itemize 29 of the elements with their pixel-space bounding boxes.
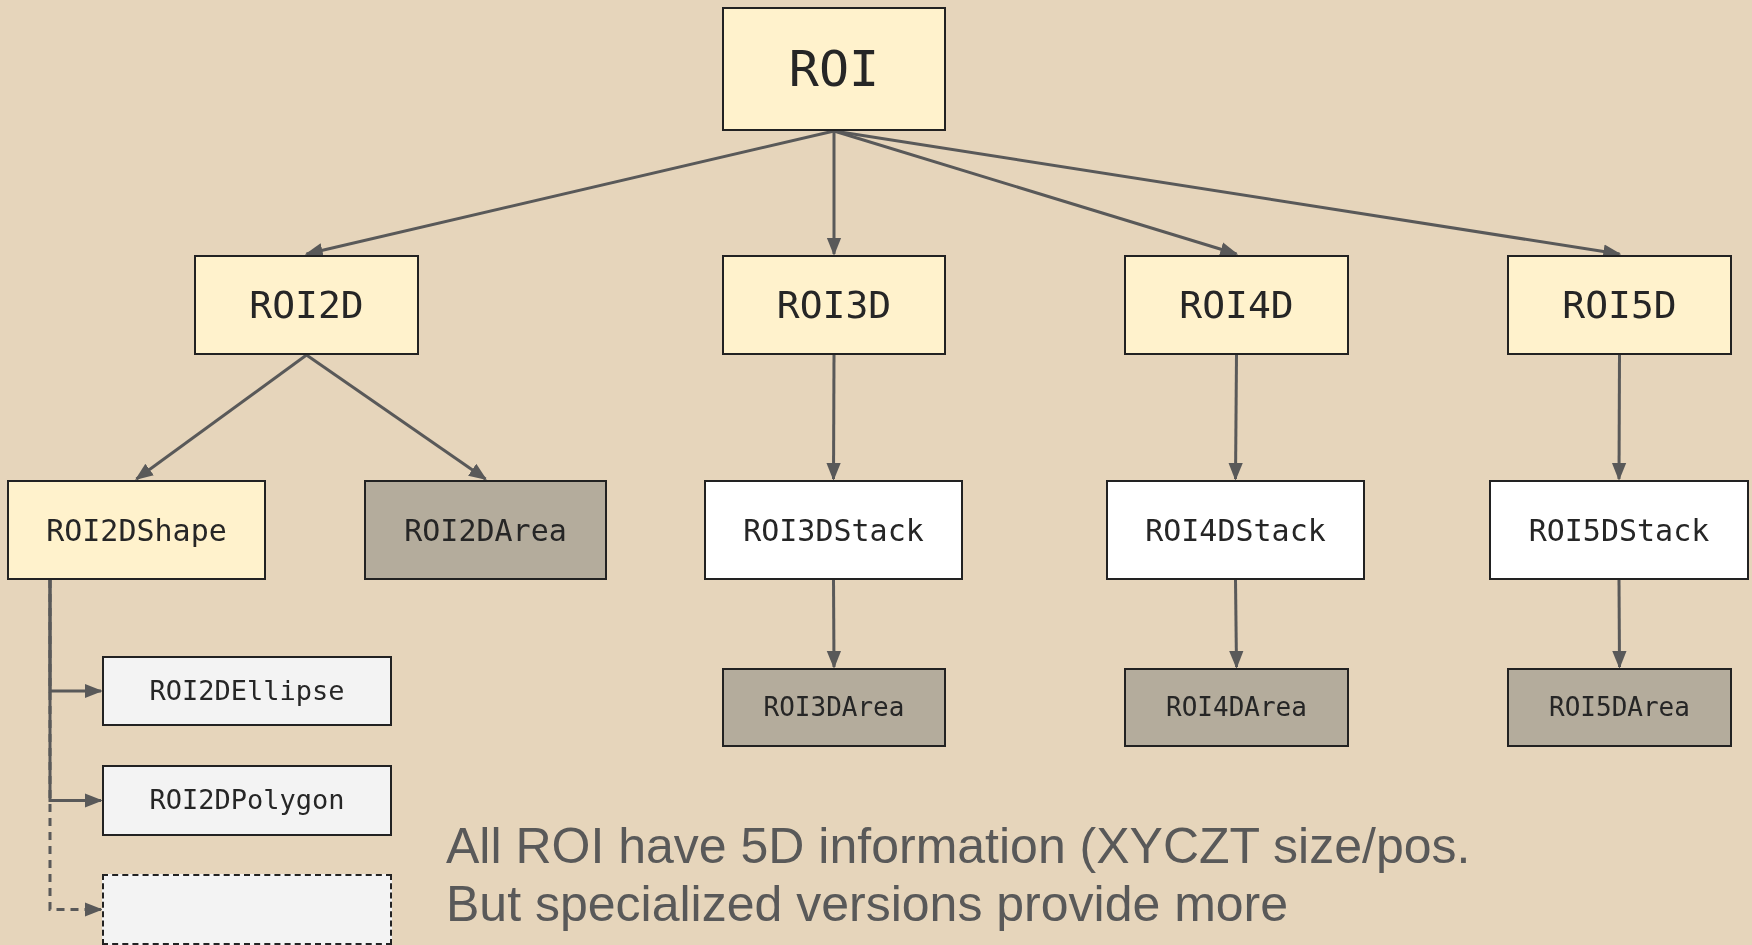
arrow — [826, 580, 842, 669]
arrow — [826, 355, 841, 481]
arrow — [1229, 580, 1244, 669]
arrow — [1228, 355, 1243, 481]
class-box: ROI3DStack — [704, 480, 963, 580]
class-box: ROI2D — [194, 255, 419, 355]
class-box: ROI2DShape — [7, 480, 266, 580]
note-text: But specialized versions provide more — [446, 875, 1290, 933]
class-box: ROI4DArea — [1124, 668, 1349, 747]
arrow — [48, 580, 103, 917]
class-box: ROI2DPolygon — [102, 765, 392, 836]
note-text: All ROI have 5D information (XYCZT size/pos. — [446, 818, 1471, 876]
arrow — [305, 353, 487, 481]
class-box: ROI — [722, 7, 946, 131]
arrow — [135, 353, 308, 481]
class-box: ROI5DArea — [1507, 668, 1732, 747]
class-box: ROI5DStack — [1489, 480, 1749, 580]
class-box: ROI4D — [1124, 255, 1349, 355]
placeholder-box — [102, 874, 392, 945]
class-box: ROI3D — [722, 255, 946, 355]
class-box: ROI5D — [1507, 255, 1732, 355]
class-box: ROI3DArea — [722, 668, 946, 747]
class-box: ROI2DArea — [364, 480, 607, 580]
class-box: ROI4DStack — [1106, 480, 1365, 580]
class-box: ROI2DEllipse — [102, 656, 392, 726]
arrow — [1611, 355, 1627, 481]
arrow — [826, 131, 842, 256]
arrow — [1612, 580, 1627, 669]
arrow — [304, 129, 835, 258]
